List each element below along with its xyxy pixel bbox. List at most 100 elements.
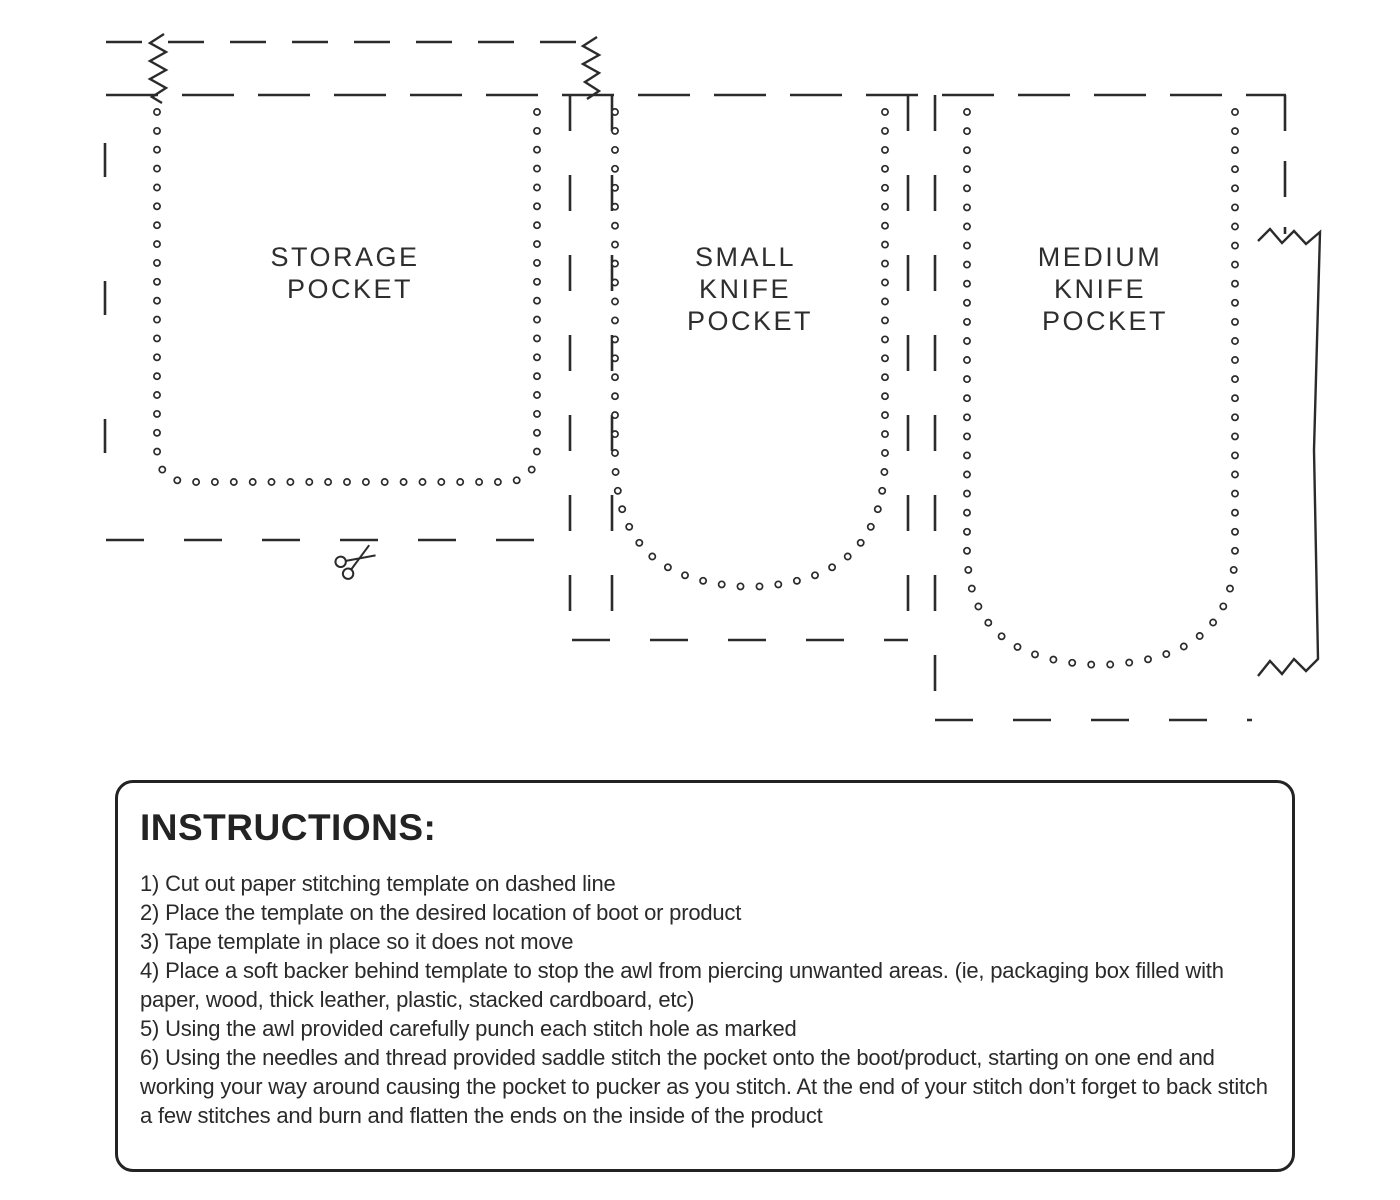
stitch-hole <box>611 392 619 401</box>
stitch-hole <box>153 126 161 135</box>
instructions-box: INSTRUCTIONS: 1) Cut out paper stitching… <box>115 780 1295 1172</box>
instruction-step-5: 5) Using the awl provided carefully punc… <box>140 1016 797 1041</box>
template-diagram: STORAGE POCKET SMALL KNIFE POCKET MEDIUM… <box>103 32 1322 722</box>
stitch-hole <box>1209 618 1218 627</box>
stitch-hole <box>828 563 837 572</box>
stitch-hole <box>475 478 484 486</box>
instruction-step-1: 1) Cut out paper stitching template on d… <box>140 871 616 896</box>
stitch-hole <box>533 353 541 362</box>
stitch-hole <box>881 202 889 211</box>
stitch-hole <box>881 183 889 192</box>
torn-edge-right <box>1257 227 1322 677</box>
stitch-hole <box>843 552 852 561</box>
stitch-hole <box>974 602 983 611</box>
stitch-hole <box>611 240 619 249</box>
stitch-hole <box>1226 584 1234 593</box>
stitch-hole <box>1231 165 1239 174</box>
label-line: STORAGE <box>270 242 419 272</box>
stitch-hole <box>153 334 161 343</box>
stitch-hole <box>963 451 971 460</box>
medium-knife-pocket-label: MEDIUM KNIFE POCKET <box>1038 242 1173 336</box>
instruction-steps: 1) Cut out paper stitching template on d… <box>140 869 1268 1130</box>
stitch-hole <box>881 449 889 457</box>
stitch-hole <box>267 478 276 486</box>
label-line: KNIFE <box>1054 274 1146 304</box>
stitch-hole <box>963 127 971 136</box>
stitch-hole <box>963 241 971 250</box>
stitch-hole <box>611 335 619 344</box>
stitch-hole <box>1144 655 1152 664</box>
stitch-hole <box>533 108 541 116</box>
label-line: POCKET <box>1042 306 1168 336</box>
stitch-hole <box>881 335 889 344</box>
label-line: POCKET <box>687 306 813 336</box>
stitch-hole <box>881 392 889 401</box>
stitch-hole <box>881 164 889 173</box>
stitch-hole <box>153 353 161 362</box>
stitch-hole <box>1231 356 1239 364</box>
stitch-hole <box>1231 298 1239 307</box>
stitch-hole <box>635 538 644 547</box>
stitch-hole <box>611 468 620 476</box>
stitch-hole <box>774 580 783 589</box>
label-line: POCKET <box>287 274 413 304</box>
stitch-hole <box>963 394 971 403</box>
stitch-hole <box>533 183 541 192</box>
stitch-hole <box>611 297 619 306</box>
stitch-hole <box>1106 660 1115 669</box>
stitch-hole <box>1231 317 1239 326</box>
instructions-heading: INSTRUCTIONS: <box>140 807 437 848</box>
stitch-hole <box>963 260 971 269</box>
stitch-hole <box>512 476 521 485</box>
stitch-hole <box>399 478 408 486</box>
stitch-hole <box>527 465 536 474</box>
stitch-hole <box>533 315 541 324</box>
stitch-hole <box>1179 642 1188 651</box>
stitch-hole <box>881 145 889 154</box>
stitch-hole <box>964 565 973 574</box>
stitch-hole <box>611 411 619 420</box>
instruction-step-3: 3) Tape template in place so it does not… <box>140 929 574 954</box>
stitch-hole <box>717 580 726 589</box>
stitch-hole <box>984 618 993 627</box>
stitch-hole <box>611 259 619 268</box>
stitch-hole <box>873 505 882 514</box>
stitch-hole <box>192 478 201 486</box>
stitch-hole <box>1231 337 1239 345</box>
stitch-hole <box>248 478 257 486</box>
label-line: MEDIUM <box>1038 242 1163 272</box>
stitch-hole <box>963 489 971 498</box>
stitch-hole <box>699 576 708 585</box>
stitch-hole <box>1231 241 1239 250</box>
stitch-hole <box>967 584 976 593</box>
stitch-hole <box>1219 602 1228 611</box>
stitch-hole <box>1231 508 1239 517</box>
storage-pocket-label: STORAGE POCKET <box>270 242 429 304</box>
stitch-hole <box>493 478 502 486</box>
stitch-hole <box>611 126 619 135</box>
stitch-hole <box>1231 222 1239 231</box>
stitch-hole <box>1231 146 1239 155</box>
stitch-hole <box>881 259 889 268</box>
instruction-step-2: 2) Place the template on the desired loc… <box>140 900 742 925</box>
stitch-hole <box>1068 658 1077 667</box>
stitch-hole <box>963 432 971 441</box>
stitch-hole <box>611 278 619 287</box>
stitch-hole <box>881 221 889 230</box>
stitch-hole <box>963 356 971 364</box>
stitch-hole <box>613 486 622 495</box>
stitch-hole <box>533 221 541 230</box>
stitch-hole <box>533 372 541 381</box>
stitch-hole <box>963 337 971 345</box>
stitch-hole <box>963 375 971 384</box>
stitch-hole <box>611 354 619 363</box>
stitch-hole <box>997 632 1006 641</box>
stitch-hole <box>1229 565 1238 574</box>
stitch-hole <box>881 373 889 382</box>
stitch-hole <box>1231 527 1239 536</box>
stitch-hole <box>611 430 619 439</box>
stitch-line-medium-knife-pocket <box>967 112 1235 665</box>
stitch-hole <box>881 354 889 363</box>
stitch-hole <box>153 391 161 399</box>
stitch-hole <box>533 240 541 249</box>
